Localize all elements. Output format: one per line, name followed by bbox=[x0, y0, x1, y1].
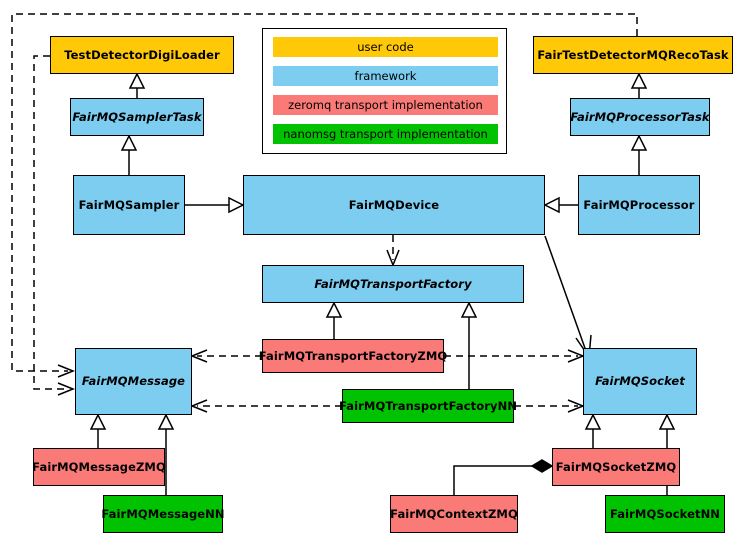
node-fairmqcontextzmq[interactable]: FairMQContextZMQ bbox=[390, 495, 518, 533]
edge-fairmqsampler-to-fairmqsamplertask bbox=[120, 134, 138, 175]
node-fairmqmessagenn[interactable]: FairMQMessageNN bbox=[101, 495, 225, 533]
node-fairmqtransportfactorynn[interactable]: FairMQTransportFactoryNN bbox=[338, 389, 518, 423]
node-label: FairMQDevice bbox=[348, 197, 440, 212]
edge-fairmqtransportfactoryzmq-to-fairmqmessage bbox=[189, 349, 262, 363]
edge-fairmqsampler-to-fairmqdevice bbox=[185, 196, 245, 214]
edge-fairmqmessagezmq-to-fairmqmessage bbox=[89, 413, 107, 448]
node-label: FairMQSocketZMQ bbox=[555, 459, 677, 474]
node-label: FairMQProcessor bbox=[583, 197, 695, 212]
node-label: FairMQMessageZMQ bbox=[32, 459, 166, 474]
node-fairmqsocketnn[interactable]: FairMQSocketNN bbox=[605, 495, 725, 533]
node-testdetectordigiloader[interactable]: TestDetectorDigiLoader bbox=[50, 36, 234, 74]
node-fairmqmessagezmq[interactable]: FairMQMessageZMQ bbox=[32, 448, 166, 486]
node-fairmqsocket[interactable]: FairMQSocket bbox=[583, 348, 697, 415]
node-label: FairMQProcessorTask bbox=[570, 109, 710, 124]
node-label: FairMQSamplerTask bbox=[72, 109, 202, 124]
edge-fairmqtransportfactorynn-to-fairmqsocket bbox=[514, 399, 586, 413]
legend-item-nanomsg: nanomsg transport implementation bbox=[273, 124, 498, 144]
node-fairmqsampler[interactable]: FairMQSampler bbox=[73, 175, 185, 235]
edge-fairmqsocketzmq-to-fairmqsocket bbox=[584, 413, 602, 448]
edge-fairmqdevice-to-fairmqtransportfactory bbox=[386, 235, 400, 268]
edge-fairmqtransportfactorynn-to-fairmqtransportfactory bbox=[460, 301, 478, 389]
node-fairmqtransportfactory[interactable]: FairMQTransportFactory bbox=[262, 265, 524, 303]
edge-fairmqprocessortask-to-fairtestdetectormqrecotask bbox=[630, 72, 648, 98]
node-fairtestdetectormqrecotask[interactable]: FairTestDetectorMQRecoTask bbox=[533, 36, 733, 74]
edge-fairmqcontextzmq-to-fairmqsocketzmq bbox=[453, 459, 554, 495]
node-fairmqprocessor[interactable]: FairMQProcessor bbox=[578, 175, 700, 235]
edge-fairmqdevice-to-fairmqsocket bbox=[544, 235, 592, 360]
legend-item-label: framework bbox=[354, 69, 417, 83]
node-label: FairMQTransportFactory bbox=[314, 276, 472, 291]
edge-fairmqtransportfactoryzmq-to-fairmqsocket bbox=[444, 349, 586, 363]
node-label: FairMQTransportFactoryNN bbox=[338, 398, 518, 413]
node-label: FairMQSocket bbox=[595, 374, 685, 389]
node-label: FairMQSampler bbox=[78, 197, 180, 212]
node-fairmqsocketzmq[interactable]: FairMQSocketZMQ bbox=[552, 448, 680, 486]
legend-item-framework: framework bbox=[273, 66, 498, 86]
legend-item-label: zeromq transport implementation bbox=[288, 98, 483, 112]
node-fairmqsamplertask[interactable]: FairMQSamplerTask bbox=[70, 98, 204, 136]
node-label: FairTestDetectorMQRecoTask bbox=[537, 47, 729, 62]
legend-item-label: nanomsg transport implementation bbox=[283, 127, 488, 141]
edge-fairmqtransportfactoryzmq-to-fairmqtransportfactory bbox=[325, 301, 343, 339]
edge-testdetectordigiloader-to-fairmqmessage bbox=[33, 55, 76, 396]
legend-item-zeromq: zeromq transport implementation bbox=[273, 95, 498, 115]
edge-fairmqprocessor-to-fairmqdevice bbox=[543, 196, 578, 214]
edge-fairmqtransportfactorynn-to-fairmqmessage bbox=[189, 399, 342, 413]
node-fairmqdevice[interactable]: FairMQDevice bbox=[243, 175, 545, 235]
node-label: FairMQContextZMQ bbox=[390, 506, 518, 521]
legend-item-user-code: user code bbox=[273, 37, 498, 57]
node-fairmqtransportfactoryzmq[interactable]: FairMQTransportFactoryZMQ bbox=[259, 339, 447, 373]
edge-fairmqprocessor-to-fairmqprocessortask bbox=[630, 134, 648, 175]
node-label: TestDetectorDigiLoader bbox=[64, 47, 220, 62]
legend-item-label: user code bbox=[357, 40, 414, 54]
edge-fairmqsamplertask-to-testdetectordigiloader bbox=[128, 72, 146, 98]
node-fairmqprocessortask[interactable]: FairMQProcessorTask bbox=[570, 98, 710, 136]
node-label: FairMQMessageNN bbox=[101, 506, 225, 521]
node-label: FairMQMessage bbox=[81, 374, 186, 389]
node-label: FairMQTransportFactoryZMQ bbox=[258, 348, 448, 363]
node-fairmqmessage[interactable]: FairMQMessage bbox=[75, 348, 192, 415]
node-label: FairMQSocketNN bbox=[609, 506, 721, 521]
legend: user code framework zeromq transport imp… bbox=[262, 28, 507, 154]
